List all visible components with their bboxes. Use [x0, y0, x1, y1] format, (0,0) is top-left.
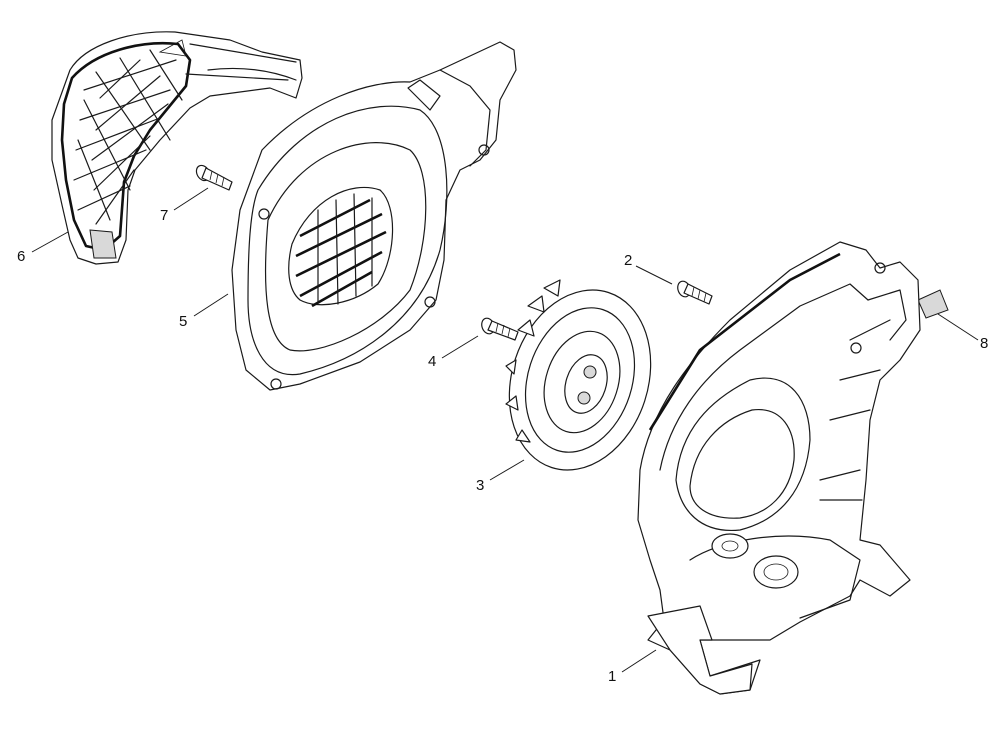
leader-3 — [489, 459, 525, 481]
callout-2: 2 — [624, 252, 632, 269]
callout-3: 3 — [476, 477, 484, 494]
leader-7 — [173, 187, 209, 211]
leader-8 — [937, 313, 979, 341]
part-7-screw — [195, 164, 233, 191]
callout-5: 5 — [179, 313, 187, 330]
callout-4: 4 — [428, 353, 436, 370]
leader-5 — [193, 293, 229, 317]
leader-1 — [621, 649, 657, 673]
callout-1: 1 — [608, 668, 616, 685]
leader-lines — [31, 187, 979, 673]
part-1-housing — [637, 241, 921, 695]
leader-4 — [441, 335, 479, 359]
part-6-nozzle-cover — [51, 31, 303, 265]
callout-6: 6 — [17, 248, 25, 265]
part-3-impeller — [505, 279, 652, 471]
callout-labels: 1 2 3 4 5 6 7 8 — [17, 207, 988, 685]
leader-2 — [635, 265, 673, 285]
part-5-fan-cover — [231, 41, 517, 391]
part-2-screw — [677, 280, 713, 305]
part-8-label — [917, 289, 949, 319]
callout-7: 7 — [160, 207, 168, 224]
leader-6 — [31, 231, 69, 253]
callout-8: 8 — [980, 335, 988, 352]
part-4-screw — [481, 317, 519, 341]
